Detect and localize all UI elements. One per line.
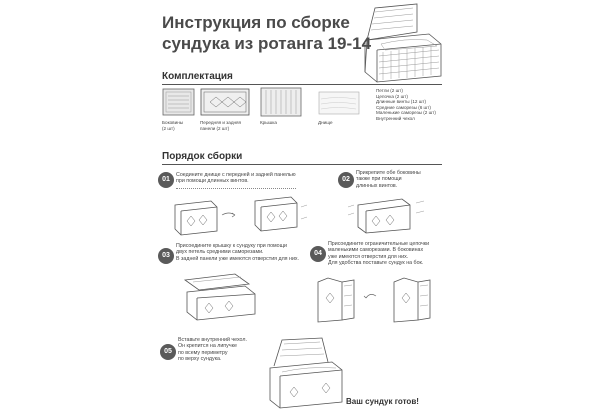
chest-illustration-top xyxy=(364,3,442,83)
step-05-illustration xyxy=(269,337,343,409)
kit-part-label: Днище xyxy=(318,120,333,125)
front-back-panel-image xyxy=(200,88,250,116)
hardware-item: Длинные винты (12 шт) xyxy=(376,99,427,105)
step-text: Соедините днище с передней и задней пане… xyxy=(176,172,296,185)
lid-image xyxy=(260,87,302,117)
final-message: Ваш сундук готов! xyxy=(346,397,419,406)
kit-part-label: Передняя и задняя панели (2 шт) xyxy=(200,120,242,131)
steps-divider xyxy=(162,164,442,165)
hardware-list: Петли (2 шт) Цепочка (2 шт) Длинные винт… xyxy=(376,88,436,122)
kit-part-label: Крышка xyxy=(260,120,277,125)
step-02-illustration xyxy=(347,198,425,234)
step-text: Присоедините ограничительные цепочки мал… xyxy=(328,241,430,266)
hardware-item: Цепочка (2 шт) xyxy=(376,93,408,99)
step-separator xyxy=(176,188,296,189)
step-04-illustration xyxy=(317,277,431,323)
step-03-illustration xyxy=(183,273,256,321)
kit-part-label: Боковины (2 шт) xyxy=(162,120,184,131)
step-number: 01 xyxy=(158,172,174,188)
hardware-item: Маленькие саморезы (2 шт) xyxy=(376,110,436,116)
steps-heading: Порядок сборки xyxy=(162,151,243,162)
step-number: 04 xyxy=(310,246,326,262)
step-number: 02 xyxy=(338,172,354,188)
bottom-image xyxy=(318,91,360,115)
kit-divider xyxy=(162,84,442,85)
step-number: 05 xyxy=(160,344,176,360)
hardware-item: Средние саморезы (6 шт) xyxy=(376,104,431,110)
hardware-item: Петли (2 шт) xyxy=(376,88,403,93)
step-text: Прикрепите обе боковины также при помощи… xyxy=(356,170,421,189)
step-text: Присоедините крышку к сундуку при помощи… xyxy=(176,243,300,262)
hardware-item: Внутренний чехол xyxy=(376,115,415,121)
step-number: 03 xyxy=(158,248,174,264)
kit-heading: Комплектация xyxy=(162,71,233,82)
page-title: Инструкция по сборке сундука из ротанга … xyxy=(162,13,372,53)
side-panel-image xyxy=(162,88,195,116)
step-text: Вставьте внутренний чехол. Он крепится н… xyxy=(178,337,247,362)
step-01-illustration xyxy=(174,196,308,236)
